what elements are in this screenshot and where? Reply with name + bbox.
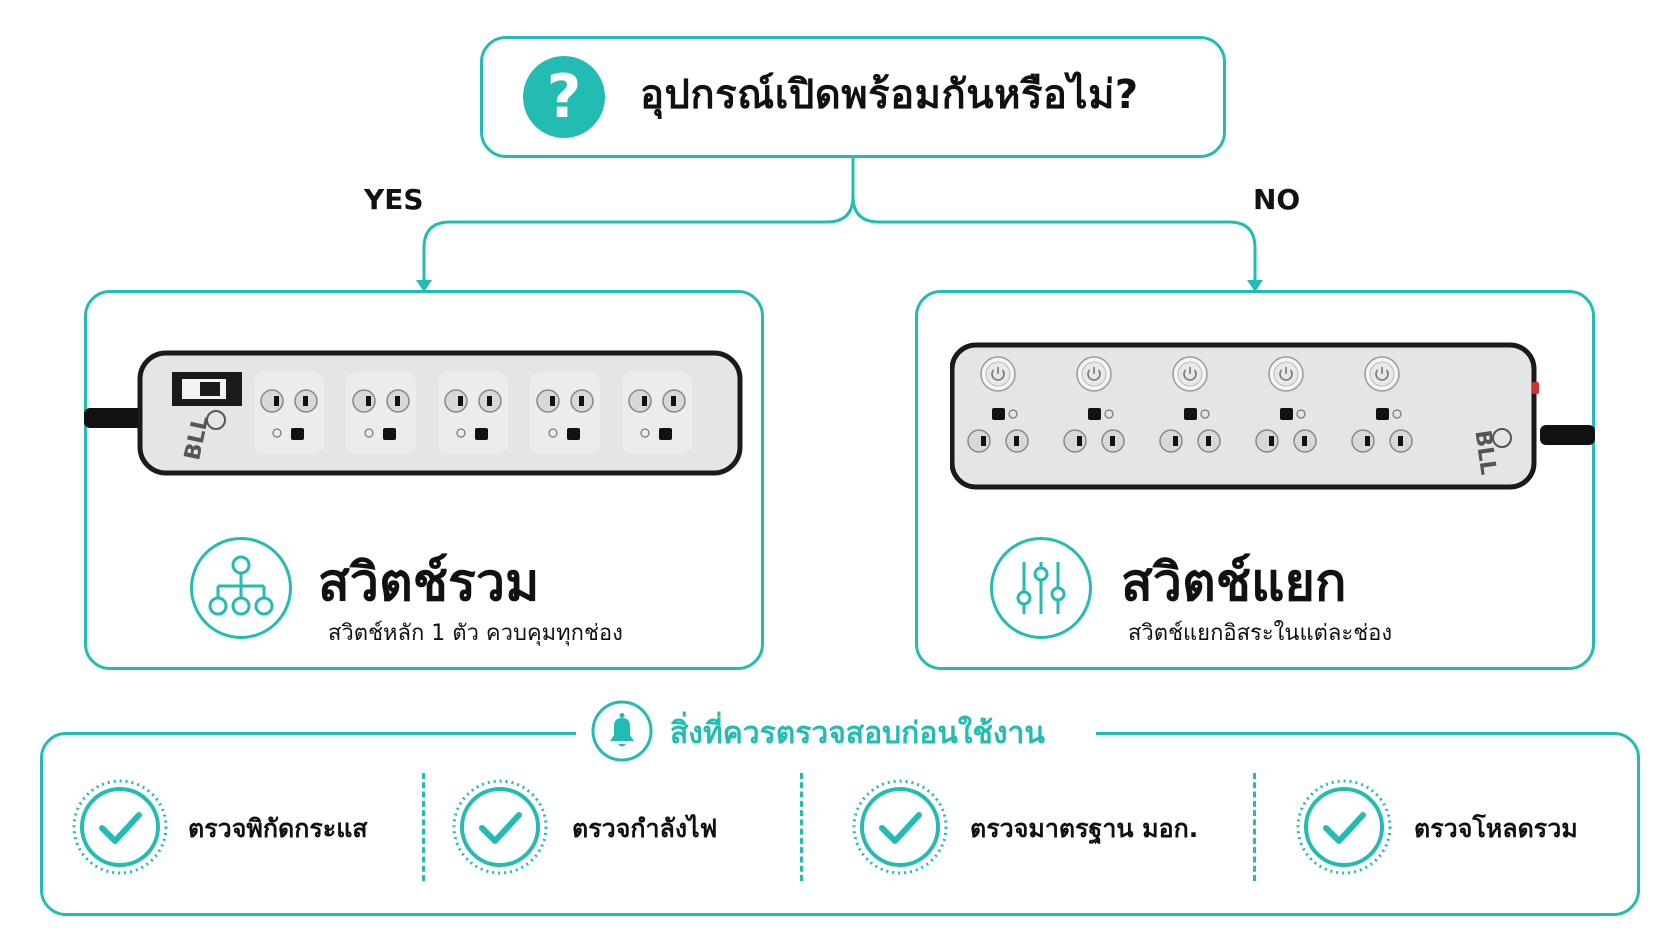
master-switch-title: สวิตช์รวม bbox=[318, 553, 540, 613]
sliders-icon bbox=[990, 537, 1092, 639]
power-button-icon bbox=[1364, 356, 1400, 392]
hierarchy-icon bbox=[190, 537, 292, 639]
power-button-icon bbox=[1172, 356, 1208, 392]
question-icon: ? bbox=[523, 56, 605, 138]
check-icon bbox=[450, 777, 550, 877]
checklist-header: สิ่งที่ควรตรวจสอบก่อนใช้งาน bbox=[670, 716, 1045, 751]
switched-power-socket bbox=[1351, 356, 1413, 453]
check-icon bbox=[1294, 777, 1394, 877]
master-switch-description: สวิตช์หลัก 1 ตัว ควบคุมทุกช่อง bbox=[328, 621, 623, 646]
checklist-divider bbox=[1253, 773, 1256, 881]
check-icon bbox=[850, 777, 950, 877]
individual-switch-title: สวิตช์แยก bbox=[1121, 553, 1347, 613]
power-socket bbox=[346, 372, 416, 454]
no-label: NO bbox=[1253, 183, 1301, 216]
power-socket bbox=[530, 372, 600, 454]
yes-label: YES bbox=[364, 183, 424, 216]
checklist-header-background bbox=[576, 712, 1096, 762]
flow-connectors bbox=[416, 158, 1263, 292]
svg-text:BLL: BLL bbox=[1469, 429, 1500, 477]
power-button-icon bbox=[1076, 356, 1112, 392]
power-button-icon bbox=[1268, 356, 1304, 392]
check-icon bbox=[70, 777, 170, 877]
switched-power-socket bbox=[1159, 356, 1221, 453]
switched-power-socket bbox=[967, 356, 1029, 453]
switched-power-socket bbox=[1063, 356, 1125, 453]
power-socket bbox=[622, 372, 692, 454]
checklist-item-label: ตรวจพิกัดกระแส bbox=[188, 814, 368, 843]
question-text: อุปกรณ์เปิดพร้อมกันหรือไม่? bbox=[640, 72, 1139, 118]
individual-switch-power-strip: BLL bbox=[950, 342, 1595, 490]
master-switch-power-strip: BLL bbox=[84, 350, 743, 476]
checklist-item-label: ตรวจกำลังไฟ bbox=[572, 814, 718, 843]
power-socket bbox=[438, 372, 508, 454]
checklist-divider bbox=[422, 773, 425, 881]
checklist-item-label: ตรวจโหลดรวม bbox=[1414, 814, 1578, 843]
bell-icon bbox=[590, 699, 654, 763]
checklist-item-label: ตรวจมาตรฐาน มอก. bbox=[970, 814, 1199, 843]
checklist-divider bbox=[800, 773, 803, 881]
power-socket bbox=[254, 372, 324, 454]
individual-switch-description: สวิตช์แยกอิสระในแต่ละช่อง bbox=[1128, 621, 1393, 646]
power-button-icon bbox=[980, 356, 1016, 392]
switched-power-socket bbox=[1255, 356, 1317, 453]
